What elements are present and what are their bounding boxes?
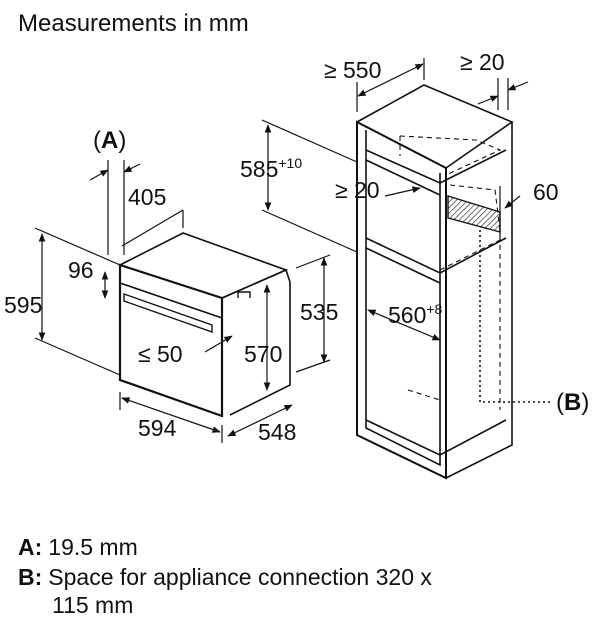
cabinet-drawing	[356, 84, 514, 480]
dim-60: 60	[533, 179, 559, 205]
dim-595: 595	[4, 292, 42, 318]
legend-a-key: A:	[18, 534, 43, 560]
cabinet-dimension-lines	[261, 58, 550, 403]
dim-585: 585+10	[240, 155, 302, 182]
dim-96: 96	[68, 257, 94, 283]
page-title: Measurements in mm	[18, 10, 249, 37]
cabinet-top	[356, 84, 514, 169]
legend-b-text-1: Space for appliance connection 320 x	[48, 564, 432, 590]
legend-b: B:Space for appliance connection 320 x 1…	[18, 563, 432, 619]
oven-side	[221, 268, 291, 416]
oven-dimension-lines	[34, 160, 331, 443]
oven-handle	[123, 293, 213, 333]
dim-ge-20-rear: ≥ 20	[460, 49, 505, 75]
cabinet-front	[356, 120, 447, 480]
dim-560: 560+8	[388, 301, 443, 328]
dim-405: 405	[128, 184, 166, 210]
label-b-marker: (B)	[556, 389, 589, 416]
dim-570: 570	[244, 341, 282, 367]
dim-ge-20-inner: ≥ 20	[335, 177, 380, 203]
oven-top	[119, 232, 289, 299]
legend-b-key: B:	[18, 564, 43, 590]
legend-b-text-2: 115 mm	[52, 592, 134, 618]
dim-594: 594	[138, 415, 177, 441]
oven-front-panel	[118, 263, 224, 418]
oven-knob	[237, 291, 251, 298]
dim-le-50: ≤ 50	[138, 341, 183, 367]
oven-control-panel	[119, 282, 223, 319]
oven-drawing	[118, 232, 291, 418]
cabinet-hidden-lines	[399, 135, 502, 410]
legend-a-text: 19.5 mm	[48, 534, 138, 560]
dim-ge-550: ≥ 550	[324, 57, 381, 83]
vent-opening	[447, 195, 501, 233]
cabinet-side	[445, 122, 513, 479]
dim-535: 535	[300, 299, 338, 325]
dim-548: 548	[258, 419, 296, 445]
label-a-marker: (A)	[93, 127, 126, 154]
legend-a: A:19.5 mm	[18, 533, 138, 561]
